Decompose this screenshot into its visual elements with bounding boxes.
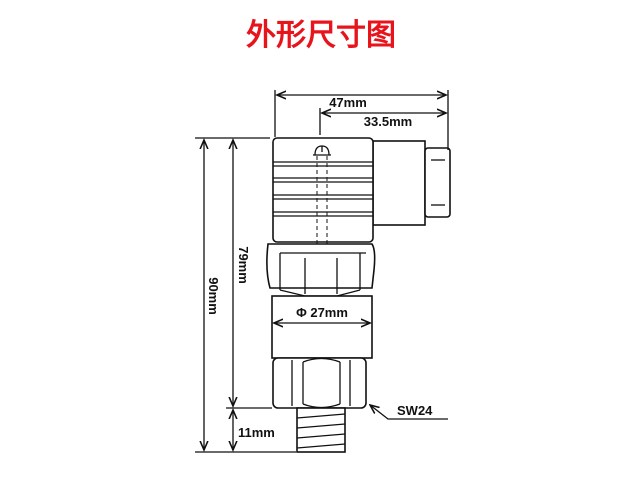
- dim-label-diameter: Φ 27mm: [296, 305, 348, 320]
- extension-lines: [195, 90, 449, 453]
- cable-gland-nut: [424, 147, 451, 218]
- leader-sw24: [370, 405, 448, 420]
- sensor-outline: [266, 137, 451, 453]
- dim-label-sw24: SW24: [397, 403, 433, 418]
- connector-block: [372, 140, 426, 226]
- lower-hex: [272, 357, 367, 409]
- dim-label-47: 47mm: [329, 95, 367, 110]
- connector-cap: [272, 137, 374, 243]
- dim-label-11: 11mm: [238, 425, 275, 440]
- cap-grooves: [273, 161, 373, 217]
- screw-icon: [313, 145, 331, 255]
- dim-label-33-5: 33.5mm: [364, 114, 412, 129]
- dim-label-79: 79mm: [236, 246, 251, 284]
- page-title: 外形尺寸图: [246, 18, 396, 53]
- hex-nut: [266, 243, 376, 289]
- dim-label-90: 90mm: [206, 277, 221, 315]
